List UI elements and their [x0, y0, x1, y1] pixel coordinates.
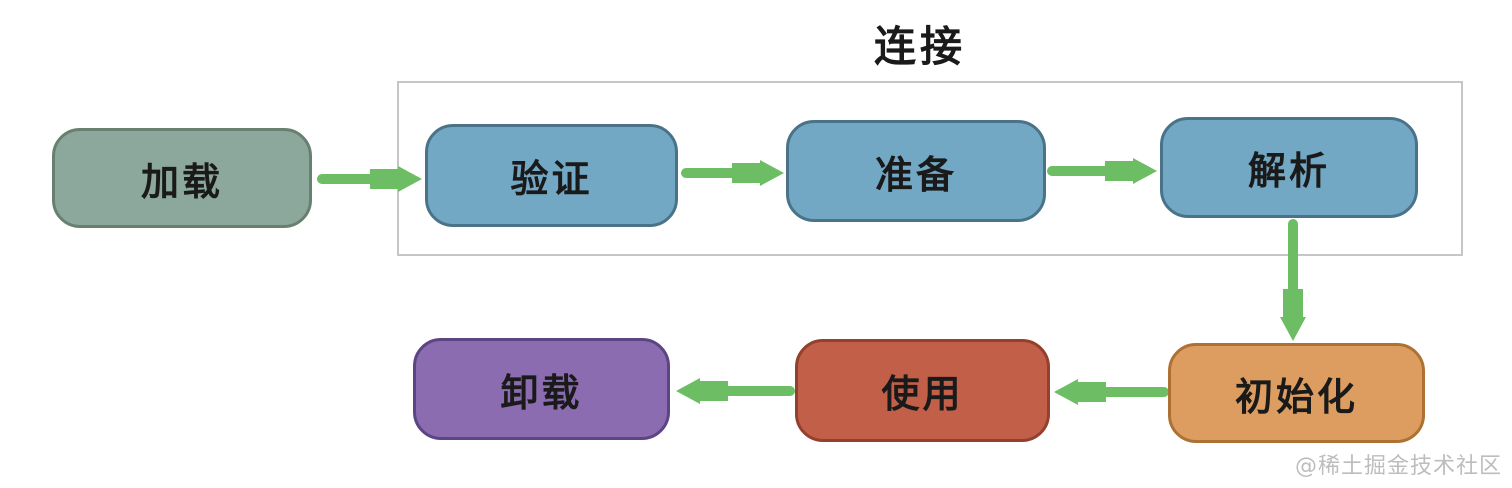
node-load-label: 加载: [140, 158, 223, 204]
arrow-head: [676, 378, 728, 404]
node-prepare-label: 准备: [874, 151, 957, 197]
node-load: 加载: [52, 128, 312, 228]
arrow-initialize-to-use: [1054, 379, 1169, 405]
node-verify-label: 验证: [510, 156, 593, 201]
node-use-label: 使用: [881, 371, 964, 416]
node-resolve-label: 解析: [1247, 148, 1330, 193]
node-resolve: 解析: [1160, 117, 1418, 218]
arrow-use-to-unload: [676, 378, 795, 404]
node-initialize-label: 初始化: [1234, 373, 1358, 419]
node-unload-label: 卸载: [500, 369, 583, 415]
node-verify: 验证: [425, 124, 678, 227]
node-initialize: 初始化: [1168, 343, 1425, 443]
node-prepare: 准备: [786, 120, 1046, 222]
arrow-head: [1280, 289, 1306, 341]
node-unload: 卸载: [413, 338, 670, 440]
link-phase-title: 连接: [873, 22, 966, 71]
watermark: @稀土掘金技术社区: [1294, 454, 1502, 479]
arrow-head: [1054, 379, 1106, 405]
node-use: 使用: [795, 339, 1050, 442]
